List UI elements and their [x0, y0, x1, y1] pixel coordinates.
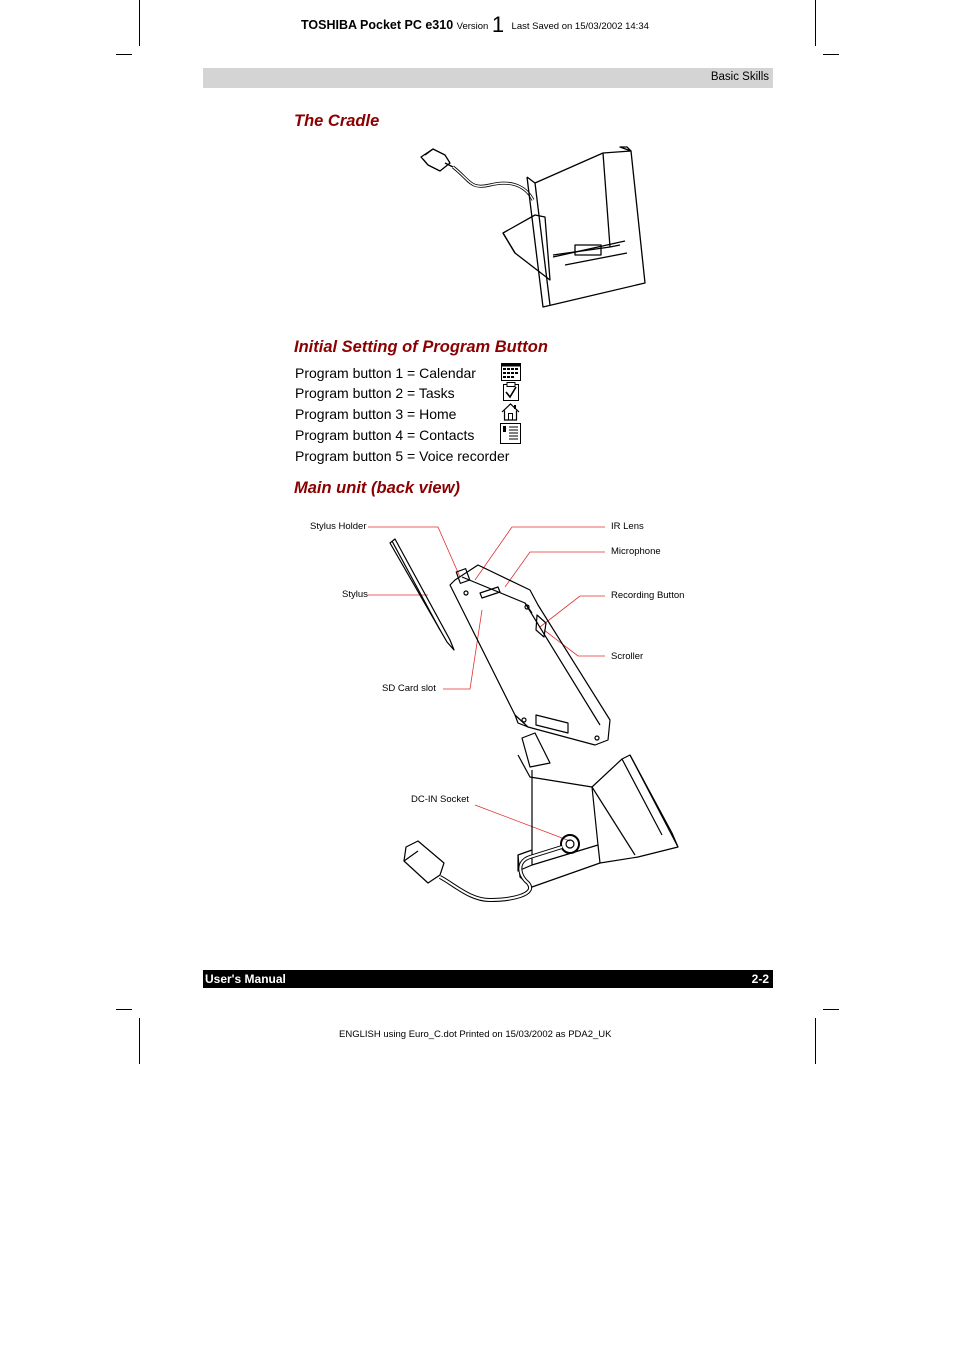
crop-mark	[823, 54, 839, 55]
back-view-illustration	[367, 526, 679, 902]
crop-mark	[823, 1009, 839, 1010]
program-button-2: Program button 2 = Tasks	[295, 385, 455, 401]
crop-mark	[815, 1018, 816, 1064]
product-name: TOSHIBA Pocket PC e310	[301, 18, 454, 32]
print-line: ENGLISH using Euro_C.dot Printed on 15/0…	[339, 1029, 612, 1040]
tasks-icon	[503, 382, 519, 401]
label-ir-lens: IR Lens	[611, 521, 644, 532]
last-saved: Last Saved on 15/03/2002 14:34	[511, 21, 649, 32]
cradle-heading: The Cradle	[294, 112, 380, 130]
version-label: Version	[456, 21, 489, 32]
cradle-illustration	[420, 146, 646, 308]
section-band-title: Basic Skills	[710, 71, 769, 83]
crop-mark	[139, 1018, 140, 1064]
crop-mark	[139, 0, 140, 46]
contacts-icon	[500, 423, 521, 444]
label-microphone: Microphone	[611, 546, 661, 557]
back-view-heading: Main unit (back view)	[294, 479, 460, 497]
program-button-1: Program button 1 = Calendar	[295, 365, 476, 381]
program-button-3: Program button 3 = Home	[295, 406, 457, 422]
label-scroller: Scroller	[611, 651, 644, 662]
program-button-4: Program button 4 = Contacts	[295, 427, 475, 443]
crop-mark	[116, 1009, 132, 1010]
document-header: TOSHIBA Pocket PC e310 Version 1 Last Sa…	[301, 12, 649, 38]
footer-page-number: 2-2	[751, 972, 769, 986]
label-stylus-holder: Stylus Holder	[310, 521, 367, 532]
footer-manual-title: User's Manual	[205, 972, 286, 986]
crop-mark	[815, 0, 816, 46]
label-stylus: Stylus	[342, 589, 368, 600]
section-band: Basic Skills	[203, 68, 773, 88]
footer-bar: User's Manual 2-2	[203, 970, 773, 988]
label-recording-button: Recording Button	[611, 590, 685, 601]
calendar-icon	[501, 363, 521, 381]
program-button-heading: Initial Setting of Program Button	[294, 338, 548, 356]
label-sd-card-slot: SD Card slot	[382, 683, 436, 694]
program-button-5: Program button 5 = Voice recorder	[295, 448, 510, 464]
crop-mark	[116, 54, 132, 55]
label-dc-in-socket: DC-IN Socket	[411, 794, 470, 805]
home-icon	[501, 403, 520, 421]
version-number: 1	[491, 12, 505, 37]
